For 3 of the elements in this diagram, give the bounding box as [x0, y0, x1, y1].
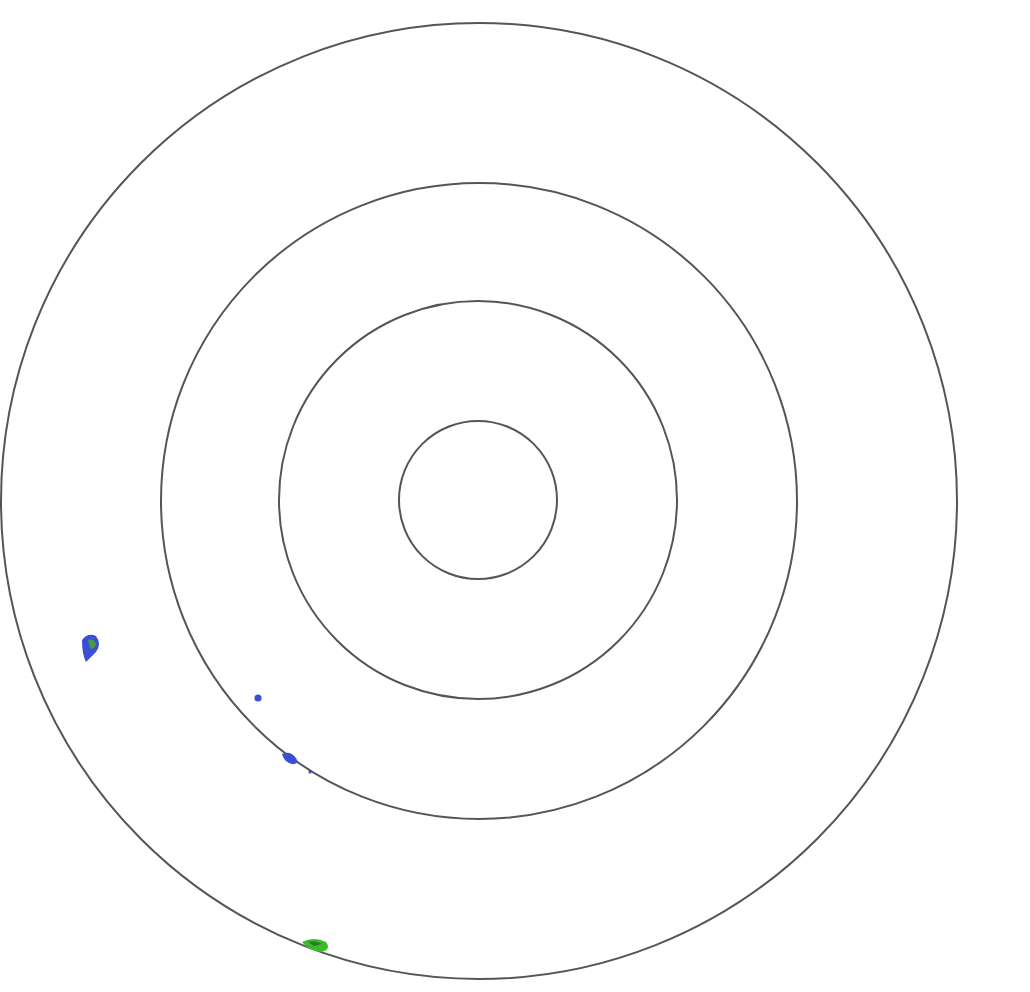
range-ring — [278, 300, 678, 700]
range-ring — [398, 420, 558, 580]
range-ring — [159, 181, 797, 819]
